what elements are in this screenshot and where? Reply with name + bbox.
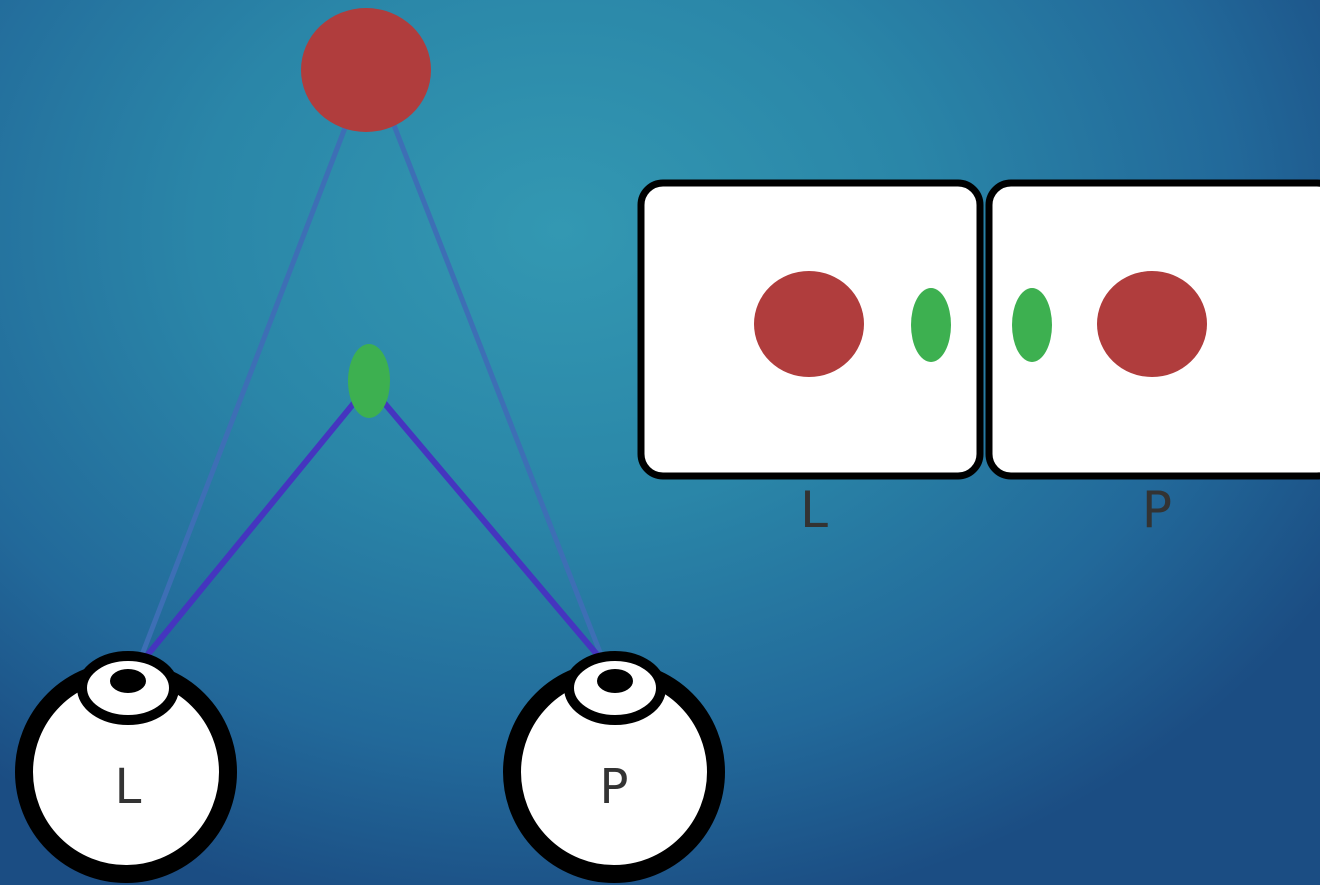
left-eye: L [15, 651, 237, 883]
right-eye-far-sight-line [387, 114, 606, 661]
left-eye-view: L [637, 179, 984, 539]
right-eye-view: P [985, 179, 1320, 539]
right-view-far-object [1097, 271, 1207, 377]
near-object [348, 344, 390, 418]
left-eye-label: L [115, 759, 142, 815]
left-view-near-object [911, 288, 951, 362]
right-eye-label: P [600, 759, 629, 815]
right-view-label: P [1142, 481, 1172, 539]
left-eye-near-sight-line [142, 390, 366, 660]
far-object [301, 8, 431, 132]
right-eye-near-sight-line [372, 390, 603, 660]
right-eye-pupil [597, 669, 633, 693]
left-view-far-object [754, 271, 864, 377]
right-view-near-object [1012, 288, 1052, 362]
left-eye-pupil [110, 669, 146, 693]
left-eye-far-sight-line [137, 114, 353, 661]
left-view-label: L [800, 481, 828, 539]
right-eye: P [503, 651, 725, 883]
